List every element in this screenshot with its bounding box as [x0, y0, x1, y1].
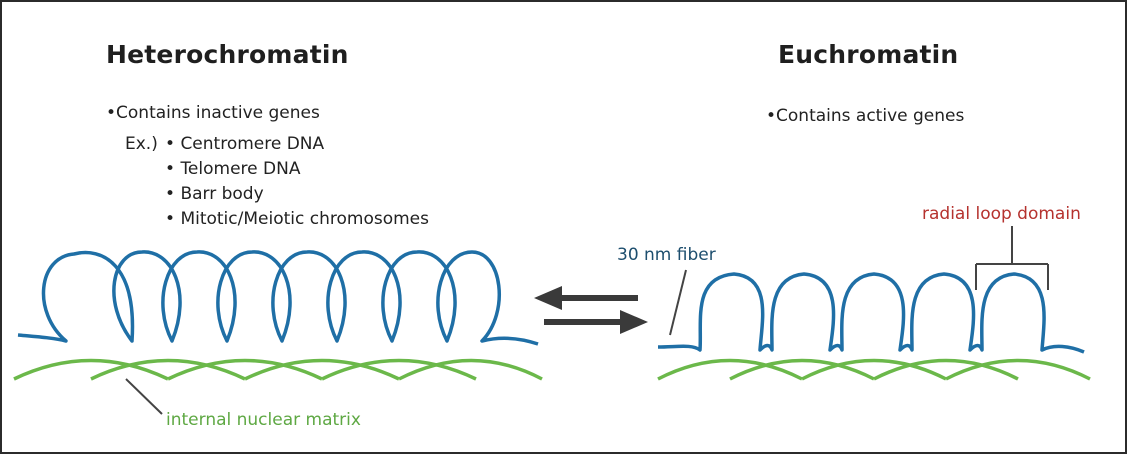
- fiber-label: 30 nm fiber: [617, 245, 716, 265]
- equilibrium-arrows: [534, 286, 648, 334]
- examples-prefix: Ex.): [125, 134, 158, 154]
- euchromatin-title: Euchromatin: [778, 40, 959, 69]
- matrix-label: internal nuclear matrix: [166, 410, 361, 430]
- heterochromatin-bullet: •Contains inactive genes: [106, 103, 320, 123]
- example-item: Telomere DNA: [165, 157, 429, 182]
- heterochromatin-matrix: [13, 358, 543, 381]
- euchromatin-matrix: [657, 358, 1091, 381]
- example-item: Barr body: [165, 182, 429, 207]
- euchromatin-bullet: •Contains active genes: [766, 106, 965, 126]
- heterochromatin-fiber: [17, 250, 539, 346]
- leader-lines: [125, 226, 1049, 415]
- loop-domain-label: radial loop domain: [922, 204, 1081, 224]
- heterochromatin-title: Heterochromatin: [106, 40, 349, 69]
- example-item: Mitotic/Meiotic chromosomes: [165, 207, 429, 232]
- euchromatin-fiber: [657, 272, 1085, 354]
- example-item: Centromere DNA: [165, 132, 429, 157]
- examples-list: Centromere DNA Telomere DNA Barr body Mi…: [165, 132, 429, 232]
